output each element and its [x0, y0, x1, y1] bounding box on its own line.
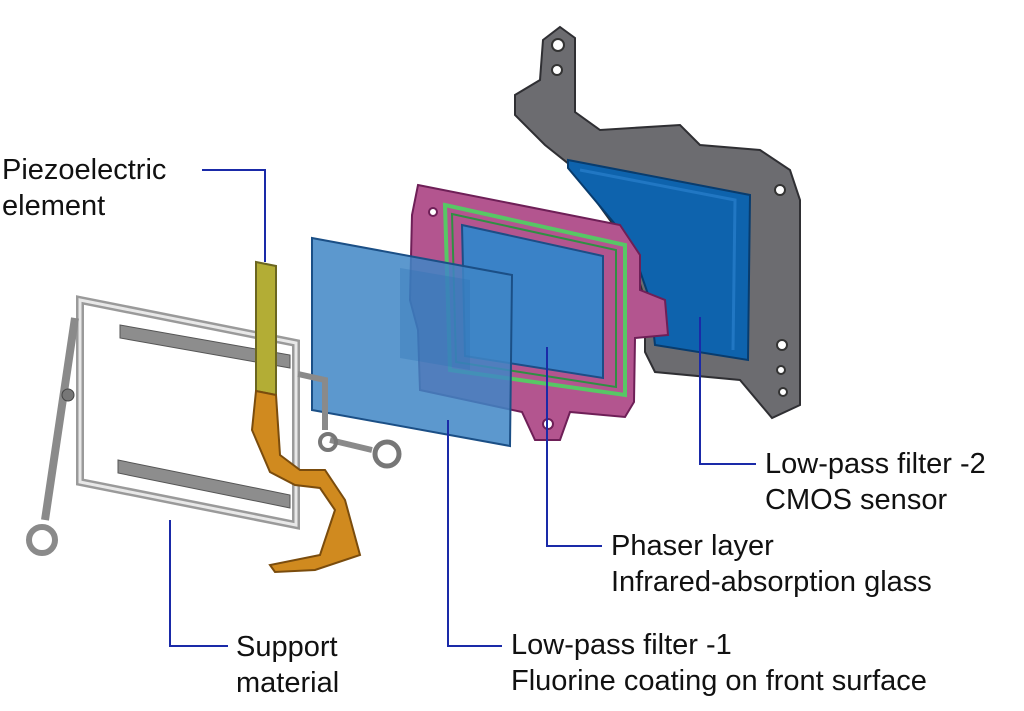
- leader-line-phaser: [546, 347, 602, 547]
- flex-cable: [250, 389, 362, 574]
- leader-line-support: [169, 520, 228, 647]
- label-phaser-line2: Infrared-absorption glass: [611, 566, 932, 598]
- label-lpf2-line1: Low-pass filter -2: [765, 448, 986, 480]
- label-piezo-line2: element: [2, 190, 106, 222]
- label-phaser-layer: Phaser layer Infrared-absorption glass: [611, 528, 932, 600]
- leader-lines: [169, 169, 756, 647]
- piezoelectric-strip: [255, 260, 277, 397]
- label-support-line2: material: [236, 667, 340, 699]
- label-support-line1: Support: [236, 631, 338, 663]
- label-low-pass-filter-1: Low-pass filter -1 Fluorine coating on f…: [511, 627, 927, 699]
- label-lpf2-line2: CMOS sensor: [765, 484, 948, 516]
- support-frame: [26, 295, 402, 556]
- label-piezoelectric-element: Piezoelectric element: [2, 152, 166, 224]
- label-low-pass-filter-2: Low-pass filter -2 CMOS sensor: [765, 446, 986, 518]
- label-phaser-line1: Phaser layer: [611, 530, 774, 562]
- label-lpf1-line2: Fluorine coating on front surface: [511, 665, 927, 697]
- label-lpf1-line1: Low-pass filter -1: [511, 629, 732, 661]
- label-piezo-line1: Piezoelectric: [2, 154, 167, 186]
- leader-line-piezo: [202, 169, 266, 262]
- leader-line-low-pass-filter-2: [699, 317, 756, 465]
- low-pass-filter-1-glass: [311, 236, 514, 448]
- label-support-material: Support material: [236, 629, 339, 701]
- leader-line-low-pass-filter-1: [447, 420, 502, 647]
